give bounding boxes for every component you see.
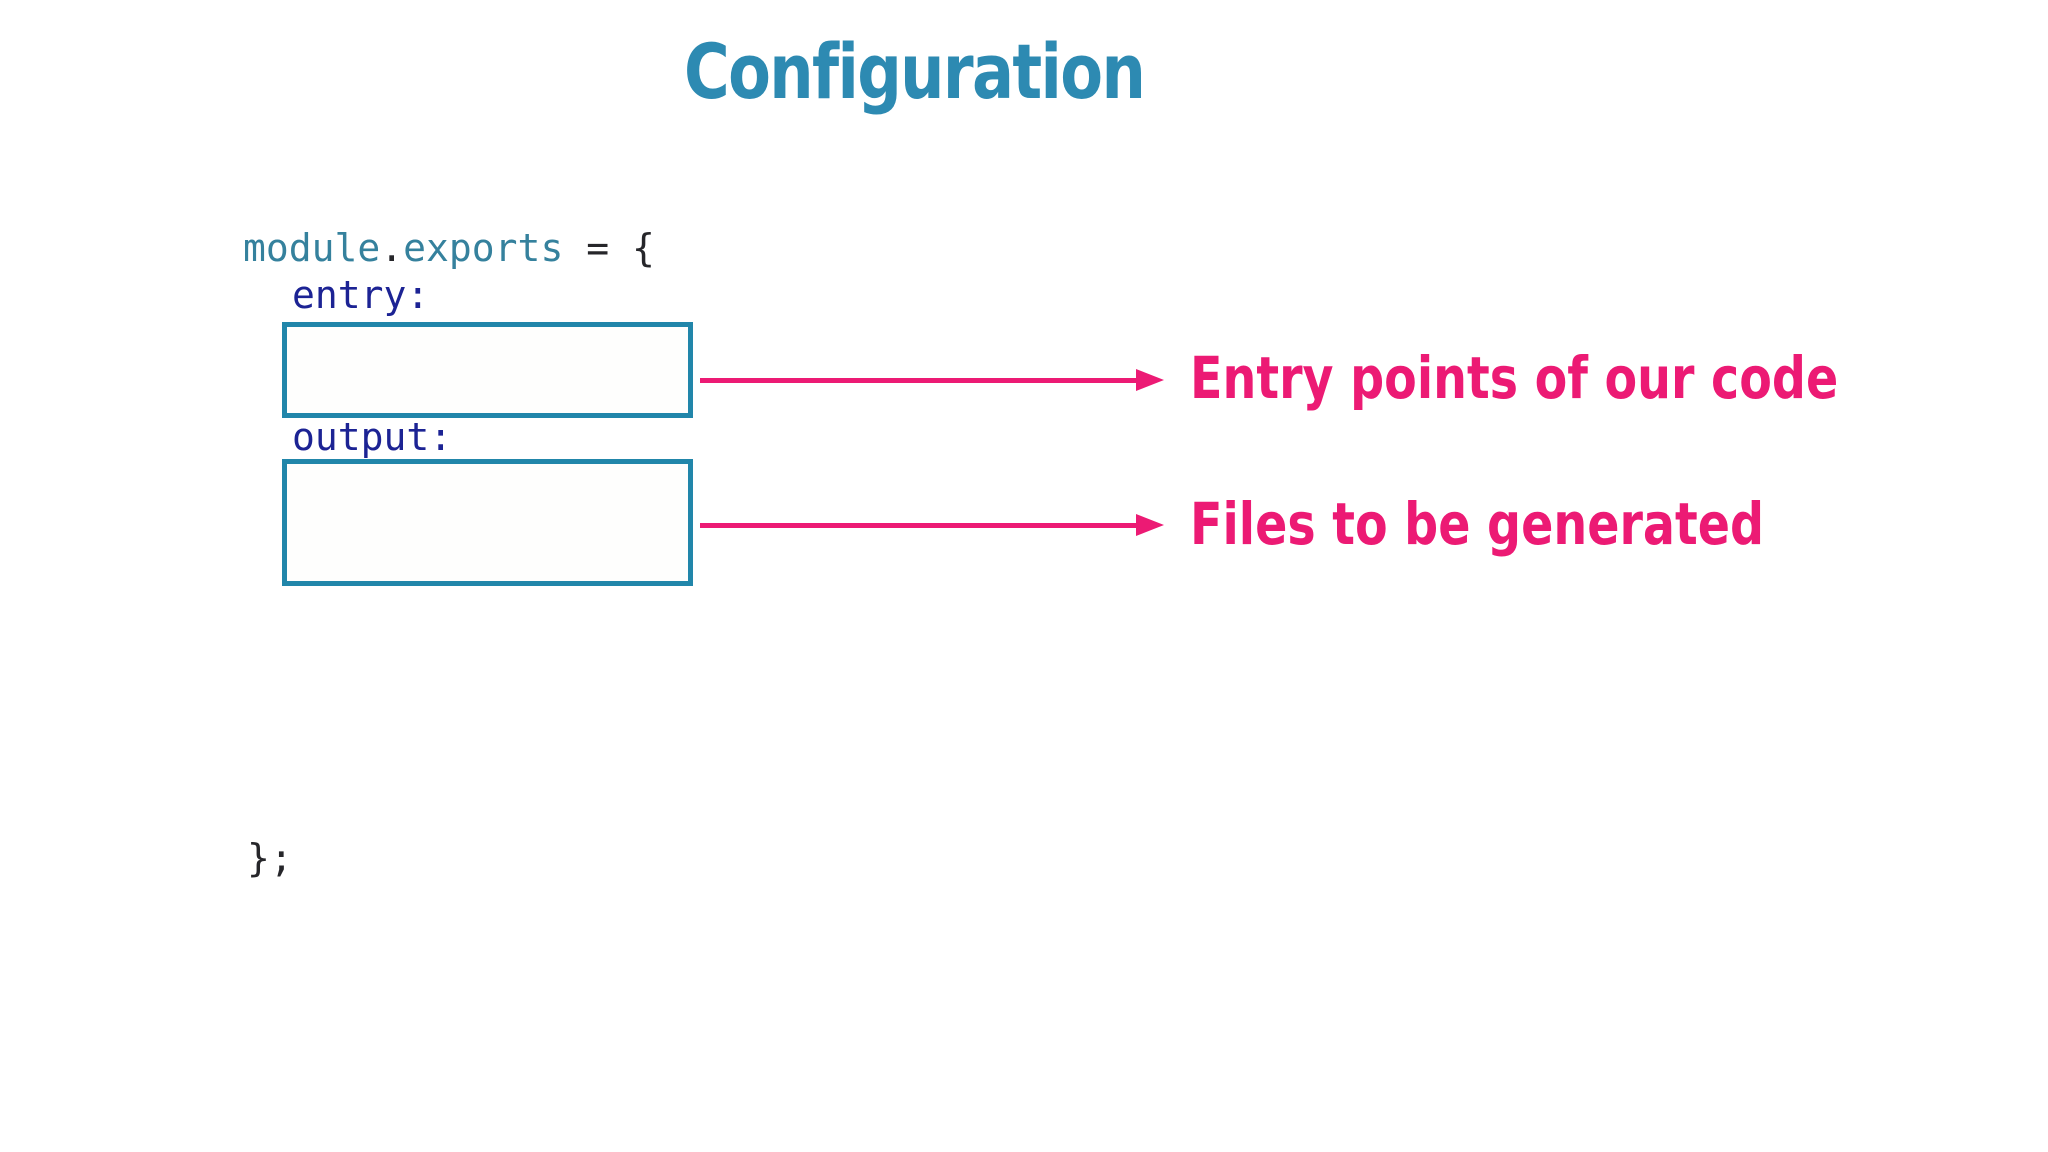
annotation-files-generated: Files to be generated xyxy=(1190,490,1765,558)
code-line-close: }; xyxy=(247,836,293,880)
code-token-open-brace: { xyxy=(631,226,655,270)
entry-arrow-shaft xyxy=(700,378,1136,383)
output-arrow-shaft xyxy=(700,523,1136,528)
code-token-entry-key: entry: xyxy=(292,273,430,317)
code-token-property: exports xyxy=(403,226,564,270)
code-token-assignment: = xyxy=(563,226,632,270)
code-line-module-exports: module.exports = { xyxy=(243,226,655,270)
code-token-object: module xyxy=(243,226,381,270)
entry-value-box xyxy=(282,322,693,418)
code-line-output-key: output: xyxy=(292,415,452,459)
output-arrow-head-icon xyxy=(1136,514,1164,536)
code-token-close: }; xyxy=(247,836,293,880)
code-token-output-key: output: xyxy=(292,415,453,459)
entry-arrow-head-icon xyxy=(1136,369,1164,391)
annotation-entry-points: Entry points of our code xyxy=(1190,344,1839,412)
output-value-box xyxy=(282,459,693,586)
code-line-entry-key: entry: xyxy=(292,273,429,317)
page-title: Configuration xyxy=(684,27,1146,116)
code-token-dot: . xyxy=(380,226,404,270)
